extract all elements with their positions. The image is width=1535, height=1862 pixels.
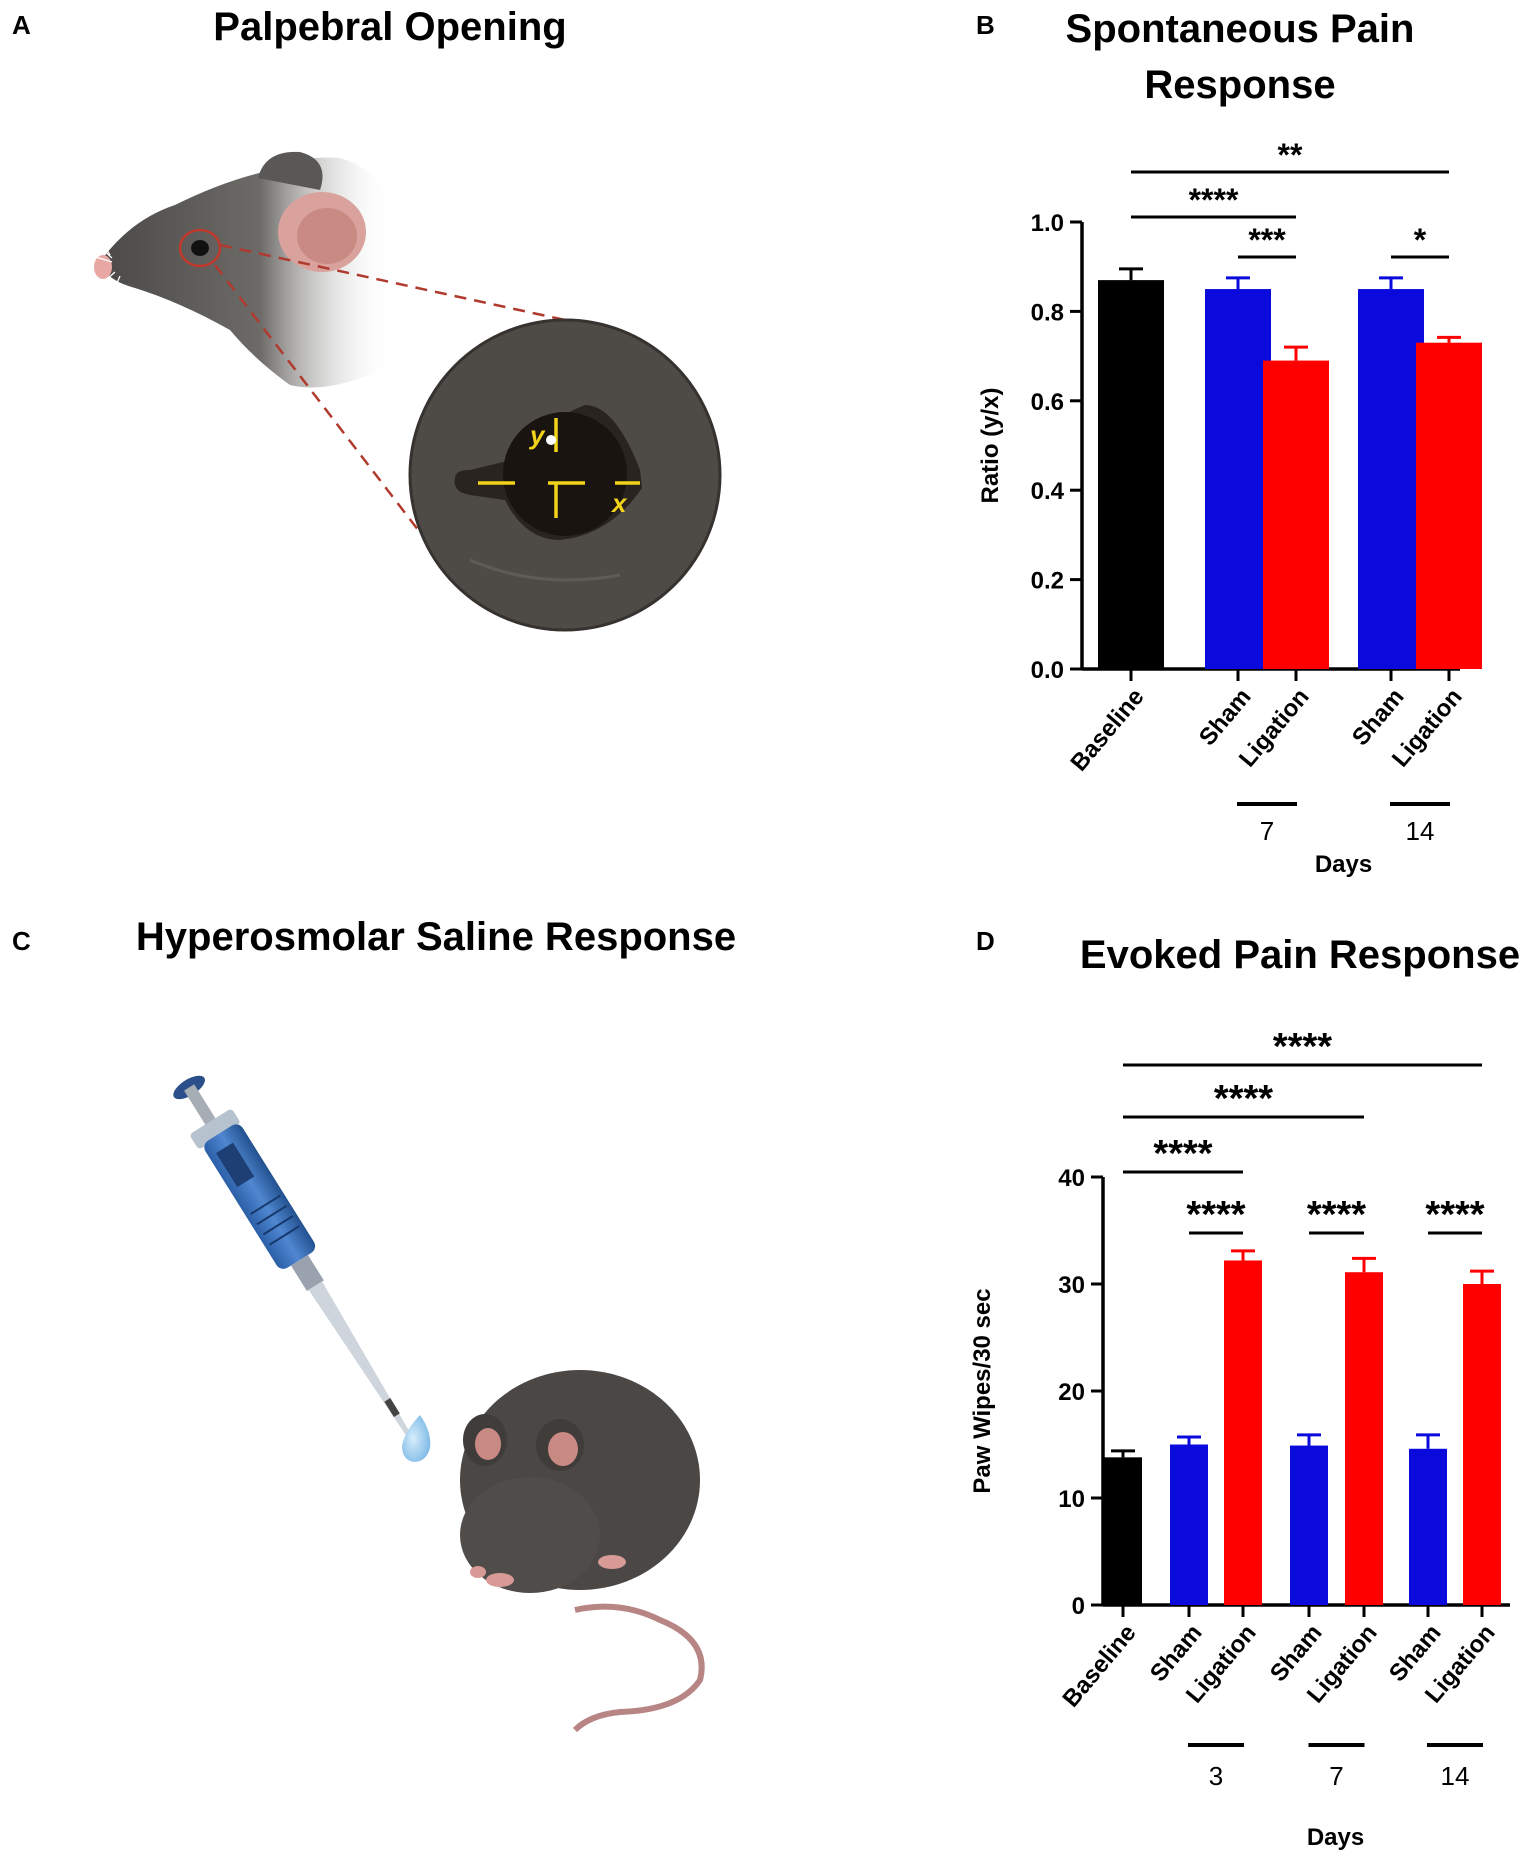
y-tick-label: 0.4 — [1031, 478, 1065, 505]
significance-label: **** — [1189, 182, 1239, 218]
panel-letter-b: B — [976, 10, 995, 40]
significance-label: **** — [1153, 1133, 1212, 1175]
significance-label: **** — [1425, 1194, 1484, 1236]
y-tick-label: 30 — [1058, 1272, 1085, 1299]
bar-ligation — [1224, 1260, 1262, 1605]
significance-label: * — [1414, 222, 1427, 258]
panel-b-title-line1: Spontaneous Pain — [1066, 7, 1415, 51]
panel-a-title: Palpebral Opening — [213, 5, 566, 49]
bar-sham — [1290, 1445, 1328, 1605]
x-tick-label: Baseline — [1057, 1620, 1141, 1713]
measure-y-label: y — [528, 420, 546, 450]
zoom-leader-lines — [214, 243, 566, 566]
y-tick-label: 40 — [1058, 1165, 1085, 1192]
bar-sham — [1170, 1444, 1208, 1605]
eye-icon — [191, 240, 209, 256]
day-label: 14 — [1441, 1761, 1470, 1791]
pipette-icon — [173, 1075, 418, 1448]
y-tick-label: 20 — [1058, 1379, 1085, 1406]
x-tick-label: Baseline — [1065, 684, 1149, 777]
bar-baseline — [1104, 1457, 1142, 1605]
significance-label: **** — [1307, 1194, 1366, 1236]
day-label: 14 — [1406, 816, 1435, 846]
measurement-marks — [478, 418, 640, 518]
bar-baseline — [1098, 280, 1164, 669]
x-axis-label: Days — [1307, 1824, 1364, 1851]
y-tick-label: 1.0 — [1031, 210, 1064, 237]
eye-closeup: y x — [408, 318, 722, 632]
bar-ligation — [1463, 1284, 1501, 1605]
y-tick-label: 0.0 — [1031, 657, 1064, 684]
y-tick-label: 0 — [1072, 1593, 1085, 1620]
bar-sham — [1205, 289, 1271, 669]
panel-c-title: Hyperosmolar Saline Response — [136, 915, 736, 959]
measure-x-label: x — [610, 488, 628, 518]
y-axis-label: Ratio (y/x) — [977, 387, 1004, 503]
bar-sham — [1358, 289, 1424, 669]
y-tick-label: 0.6 — [1031, 389, 1064, 416]
panel-b-title-line2: Response — [1144, 63, 1335, 107]
eye-highlight-circle — [178, 228, 222, 268]
panel-letter-d: D — [976, 926, 995, 956]
x-axis-label: Days — [1315, 851, 1372, 878]
y-axis-label: Paw Wipes/30 sec — [969, 1288, 996, 1493]
y-tick-label: 0.2 — [1031, 568, 1064, 595]
panel-letter-c: C — [12, 926, 31, 956]
panel-a: A Palpebral Opening — [12, 5, 722, 632]
panel-d-title: Evoked Pain Response — [1080, 933, 1520, 977]
mouse-body-illustration — [460, 1370, 705, 1733]
saline-drop-icon — [402, 1415, 431, 1462]
y-tick-label: 0.8 — [1031, 299, 1064, 326]
panel-letter-a: A — [12, 10, 31, 40]
y-tick-label: 10 — [1058, 1486, 1085, 1513]
significance-label: **** — [1186, 1194, 1245, 1236]
day-label: 3 — [1209, 1761, 1223, 1791]
day-label: 7 — [1260, 816, 1274, 846]
significance-label: **** — [1273, 1026, 1332, 1068]
bar-ligation — [1263, 360, 1329, 669]
day-label: 7 — [1329, 1761, 1343, 1791]
bar-ligation — [1416, 342, 1482, 669]
significance-label: ** — [1278, 137, 1303, 173]
whiskers — [69, 204, 121, 321]
mouse-head-illustration — [69, 151, 392, 388]
panel-c: C Hyperosmolar Saline Response — [12, 915, 736, 1733]
panel-b: B Spontaneous Pain Response 0.0 0.2 0.4 0.6… — [976, 7, 1482, 878]
significance-label: **** — [1214, 1078, 1273, 1120]
bar-sham — [1409, 1448, 1447, 1605]
bar-ligation — [1345, 1272, 1383, 1605]
significance-label: *** — [1248, 222, 1286, 258]
